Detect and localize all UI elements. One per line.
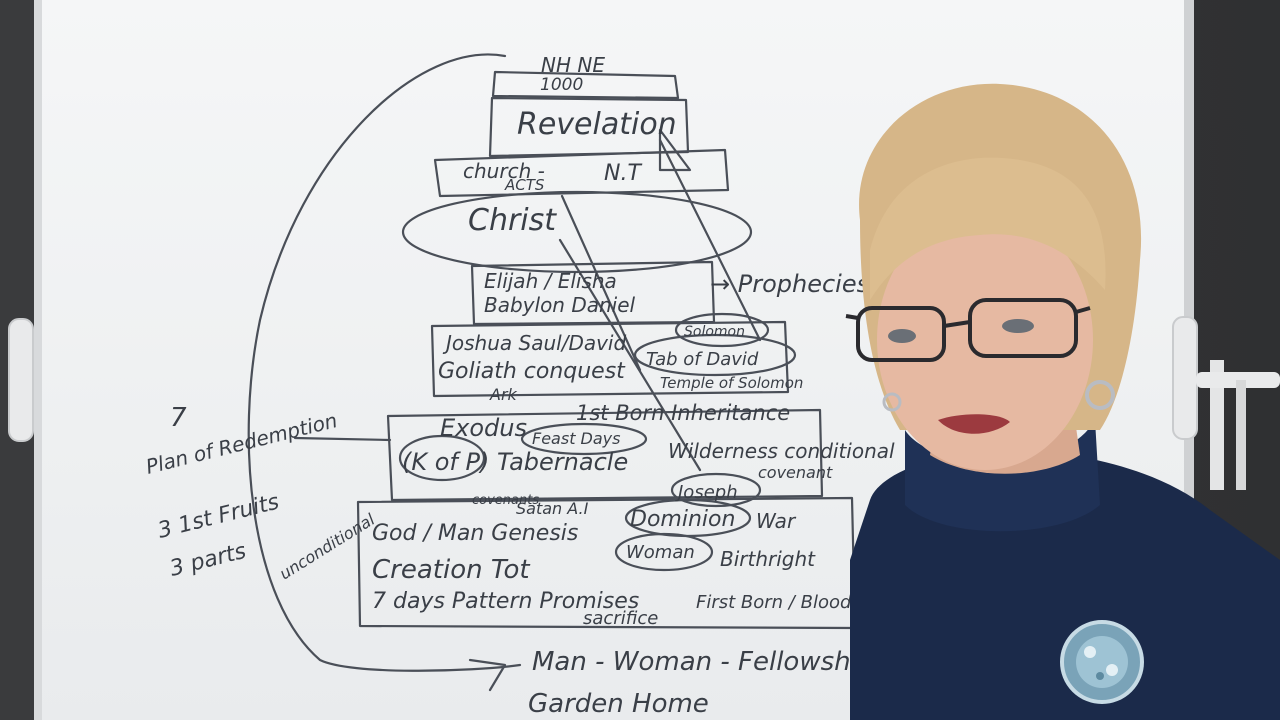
tier-god-man: God / Man Genesis — [372, 521, 578, 546]
turtleneck — [905, 420, 1100, 532]
note-covenant: covenant — [758, 463, 833, 482]
earring-left — [882, 392, 902, 412]
tier-exodus: Exodus — [440, 414, 527, 442]
tier-nt: N.T — [604, 161, 642, 186]
note-birthright: Birthright — [720, 547, 816, 571]
tier-goliath: Goliath conquest — [438, 359, 626, 384]
board-stand — [1196, 360, 1280, 490]
tier-7-days: 7 days Pattern Promises — [372, 589, 639, 614]
board-clip-right — [1172, 316, 1198, 440]
note-woman: Woman — [626, 542, 695, 563]
note-covenants: covenants — [472, 493, 539, 508]
note-tab-of-david: Tab of David — [646, 349, 759, 370]
note-dominion: Dominion — [630, 507, 735, 532]
face — [877, 210, 1093, 470]
tier-church: church - — [463, 159, 545, 183]
note-feast-days: Feast Days — [532, 429, 620, 448]
label-nh-ne: NH NE — [541, 53, 605, 77]
tier-acts: ACTS — [504, 176, 545, 194]
note-wilderness: Wilderness conditional — [668, 439, 895, 463]
tier-elijah: Elijah / Elisha — [484, 269, 617, 293]
note-temple-of-solomon: Temple of Solomon — [660, 374, 803, 392]
note-war: War — [756, 509, 797, 533]
tier-christ: Christ — [468, 203, 557, 238]
note-solomon: Solomon — [684, 324, 745, 340]
tier-revelation: Revelation — [517, 107, 677, 142]
tier-babylon: Babylon Daniel — [484, 293, 636, 317]
bottom-note-garden-home: Garden Home — [528, 689, 709, 719]
earring-right — [1085, 380, 1115, 410]
tier-sacrifice: sacrifice — [583, 608, 658, 629]
note-firstborn-blood: First Born / Blood — [696, 592, 852, 613]
tier-ark: Ark — [489, 385, 518, 404]
mouth — [938, 414, 1010, 434]
note-first-born: 1st Born Inheritance — [576, 401, 790, 425]
glasses — [845, 298, 1091, 362]
tier-joshua: Joshua Saul/David — [442, 331, 626, 355]
tier-tabernacle: (K of P) Tabernacle — [402, 448, 628, 476]
board-clip-left — [8, 318, 34, 442]
tier-creation: Creation Tot — [372, 555, 530, 585]
note-prophecies: → Prophecies — [710, 270, 869, 298]
bottom-note-fellowship: Man - Woman - Fellowship — [532, 647, 874, 677]
brooch — [1060, 620, 1144, 704]
note-satan-ai: Satan A.I — [516, 499, 589, 518]
label-1000: 1000 — [540, 75, 583, 95]
left-note-7: 7 — [170, 403, 187, 433]
note-joseph: Joseph — [675, 482, 738, 503]
